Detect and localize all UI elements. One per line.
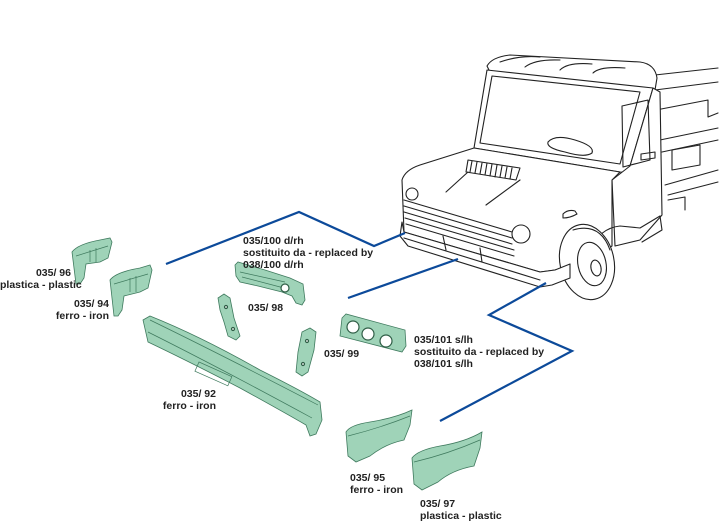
hood-vent <box>465 159 521 181</box>
part-code: 035/ 98 <box>248 302 284 314</box>
part-code: 035/ 92 <box>180 388 216 400</box>
part-035-101-panel-lh[interactable] <box>339 313 407 353</box>
part-code: 035/101 s/lh <box>414 334 473 346</box>
label-035-95: 035/ 95 ferro - iron <box>350 472 403 496</box>
label-035-97: 035/ 97 plastica - plastic <box>420 498 502 522</box>
label-035-101: 035/101 s/lh sostituito da - replaced by… <box>414 334 544 370</box>
part-replacement-note: sostituito da - replaced by <box>414 346 545 358</box>
part-035-92-main-bumper[interactable] <box>142 315 323 437</box>
headlight-left <box>405 187 419 201</box>
part-replacement-note: sostituito da - replaced by <box>243 247 374 259</box>
part-code: 035/ 95 <box>350 472 386 484</box>
label-035-99: 035/ 99 <box>324 348 359 360</box>
leader-lines <box>165 210 575 422</box>
part-replacement-code: 038/100 d/rh <box>243 259 304 271</box>
cab <box>399 54 663 301</box>
grille <box>403 199 515 257</box>
part-code: 035/ 94 <box>73 298 109 310</box>
label-035-92: 035/ 92 ferro - iron <box>160 388 216 412</box>
part-code: 035/ 99 <box>324 348 360 360</box>
part-material: ferro - iron <box>350 484 404 496</box>
part-035-98-bracket[interactable] <box>217 293 241 341</box>
part-code: 035/ 96 <box>35 267 71 279</box>
part-035-100-bracket-rh[interactable] <box>234 261 306 306</box>
part-code: 035/100 d/rh <box>243 235 304 247</box>
part-material: ferro - iron <box>55 310 109 322</box>
part-code: 035/ 97 <box>420 498 456 510</box>
headlight-right <box>511 224 531 244</box>
front-wheel <box>558 223 616 301</box>
cargo-bed <box>654 67 719 211</box>
truck-front-bumper <box>399 221 571 288</box>
part-material: plastica - plastic <box>420 510 502 522</box>
label-035-96: 035/ 96 plastica - plastic <box>0 267 82 291</box>
part-replacement-code: 038/101 s/lh <box>414 358 473 370</box>
leader-line-rh <box>165 210 406 266</box>
leader-line-center <box>347 257 459 300</box>
truck-illustration <box>399 54 719 301</box>
part-material: ferro - iron <box>162 400 216 412</box>
label-035-94: 035/ 94 ferro - iron <box>40 298 109 322</box>
part-035-95-corner-iron[interactable] <box>345 409 413 463</box>
leader-line-lh <box>439 282 575 422</box>
part-035-99-bracket[interactable] <box>295 327 317 377</box>
part-material: plastica - plastic <box>0 279 82 291</box>
label-035-98: 035/ 98 <box>248 302 283 314</box>
label-035-100: 035/100 d/rh sostituito da - replaced by… <box>243 235 373 271</box>
part-035-96-end-cap-plastic[interactable] <box>71 237 113 285</box>
part-035-94-end-cap-iron[interactable] <box>109 264 153 317</box>
part-035-97-corner-plastic[interactable] <box>411 431 483 491</box>
